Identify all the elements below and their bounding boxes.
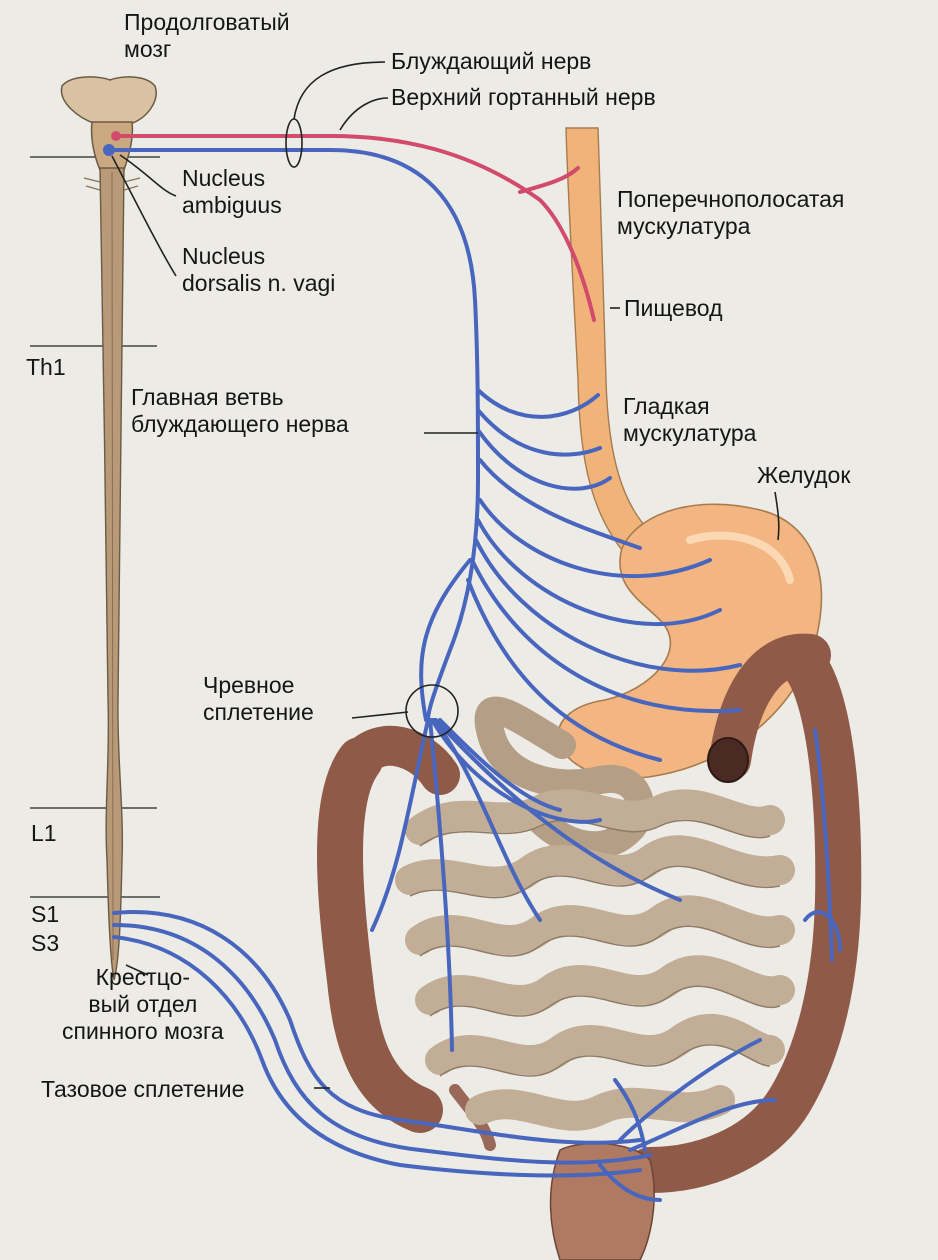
label-vagus-nerve: Блуждающий нерв <box>391 48 591 75</box>
colon-transverse-left <box>360 746 440 775</box>
level-th1: Th1 <box>26 354 66 381</box>
level-s3: S3 <box>31 930 59 957</box>
label-smooth-muscle: Гладкая мускулатура <box>623 393 756 447</box>
medulla-oblongata <box>61 77 156 124</box>
leader-celiac <box>352 712 408 718</box>
level-markers <box>30 157 160 897</box>
label-stomach: Желудок <box>757 462 850 489</box>
label-main-vagus-branch: Главная ветвь блуждающего нерва <box>131 384 349 438</box>
leader-ambiguus <box>120 155 176 196</box>
label-striated-muscle: Поперечнополосатая мускулатура <box>617 186 844 240</box>
label-esophagus: Пищевод <box>624 295 723 322</box>
level-l1: L1 <box>31 820 57 847</box>
label-sacral-spinal-cord: Крестцо- вый отдел спинного мозга <box>62 964 224 1045</box>
leader-vagus <box>294 62 385 119</box>
small-intestine <box>410 804 780 1116</box>
label-celiac-plexus: Чревное сплетение <box>203 672 314 726</box>
label-nucleus-dorsalis: Nucleus dorsalis n. vagi <box>182 243 335 297</box>
label-medulla: Продолговатый мозг <box>124 9 290 63</box>
label-pelvic-plexus: Тазовое сплетение <box>41 1076 244 1103</box>
level-s1: S1 <box>31 901 59 928</box>
label-superior-laryngeal-nerve: Верхний гортанный нерв <box>391 84 656 111</box>
colon-cut-end <box>708 738 748 782</box>
vagus-bundle-circle <box>286 119 302 167</box>
leader-laryngeal <box>340 98 388 130</box>
label-nucleus-ambiguus: Nucleus ambiguus <box>182 165 282 219</box>
